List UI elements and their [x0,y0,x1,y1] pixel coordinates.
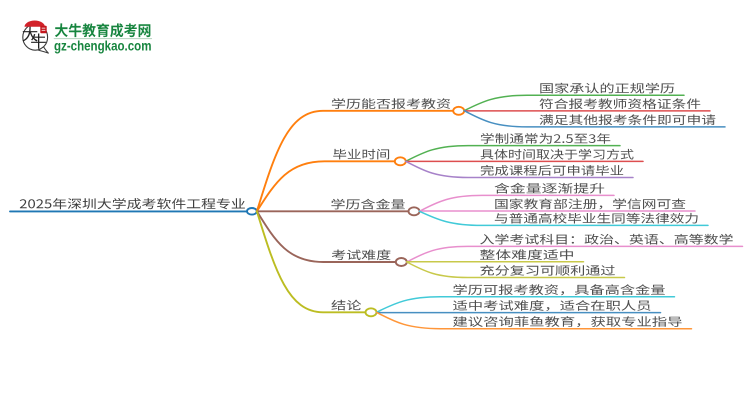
svg-text:gz-chengkao.com: gz-chengkao.com [54,38,152,53]
